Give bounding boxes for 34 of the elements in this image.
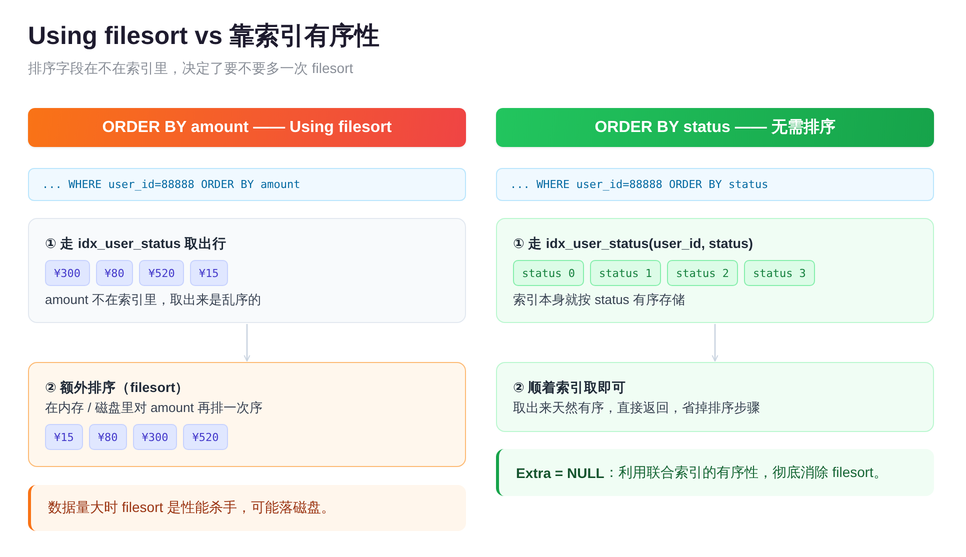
step-card xyxy=(496,218,934,323)
step-description: 在内存 / 磁盘里对 amount 再排一次序 xyxy=(45,399,262,417)
value-chip: status 1 xyxy=(590,260,661,286)
step-heading: ① 走 idx_user_status 取出行 xyxy=(45,235,226,253)
callout-note: Extra = NULL：利用联合索引的有序性，彻底消除 filesort。 xyxy=(496,449,934,496)
section-header: ORDER BY status —— 无需排序 xyxy=(496,108,934,147)
value-chip: ¥15 xyxy=(190,260,228,286)
value-chip: status 0 xyxy=(513,260,584,286)
value-chip: ¥300 xyxy=(132,424,178,450)
value-chip: ¥300 xyxy=(45,260,90,286)
step-description: 取出来天然有序，直接返回，省掉排序步骤 xyxy=(513,399,760,417)
section-header: ORDER BY amount —— Using filesort xyxy=(28,108,466,147)
code-snippet: ... WHERE user_id=88888 ORDER BY status xyxy=(496,168,934,201)
value-chip: status 2 xyxy=(666,260,738,286)
step-card xyxy=(28,218,466,323)
callout-note: 数据量大时 filesort 是性能杀手，可能落磁盘。 xyxy=(28,485,466,531)
value-chip: status 3 xyxy=(744,260,815,286)
step-card xyxy=(28,362,466,467)
title: Using filesort vs 靠索引有序性 xyxy=(28,21,380,52)
step-description: 索引本身就按 status 有序存储 xyxy=(513,291,685,309)
step-heading: ② 顺着索引取即可 xyxy=(513,379,626,397)
step-card xyxy=(496,362,934,432)
code-snippet: ... WHERE user_id=88888 ORDER BY amount xyxy=(28,168,466,201)
step-heading: ① 走 idx_user_status(user_id, status) xyxy=(513,235,754,253)
value-chip: ¥520 xyxy=(139,260,184,286)
step-description: amount 不在索引里，取出来是乱序的 xyxy=(45,291,261,309)
value-chip: ¥15 xyxy=(45,424,83,450)
value-chip: ¥80 xyxy=(88,424,127,450)
value-chip: ¥520 xyxy=(183,424,228,450)
value-chip: ¥80 xyxy=(96,260,134,286)
arrow xyxy=(712,324,718,362)
subtitle: 排序字段在不在索引里，决定了要不要多一次 filesort xyxy=(28,59,354,78)
arrow xyxy=(244,324,250,362)
step-heading: ② 额外排序（filesort） xyxy=(45,379,190,397)
